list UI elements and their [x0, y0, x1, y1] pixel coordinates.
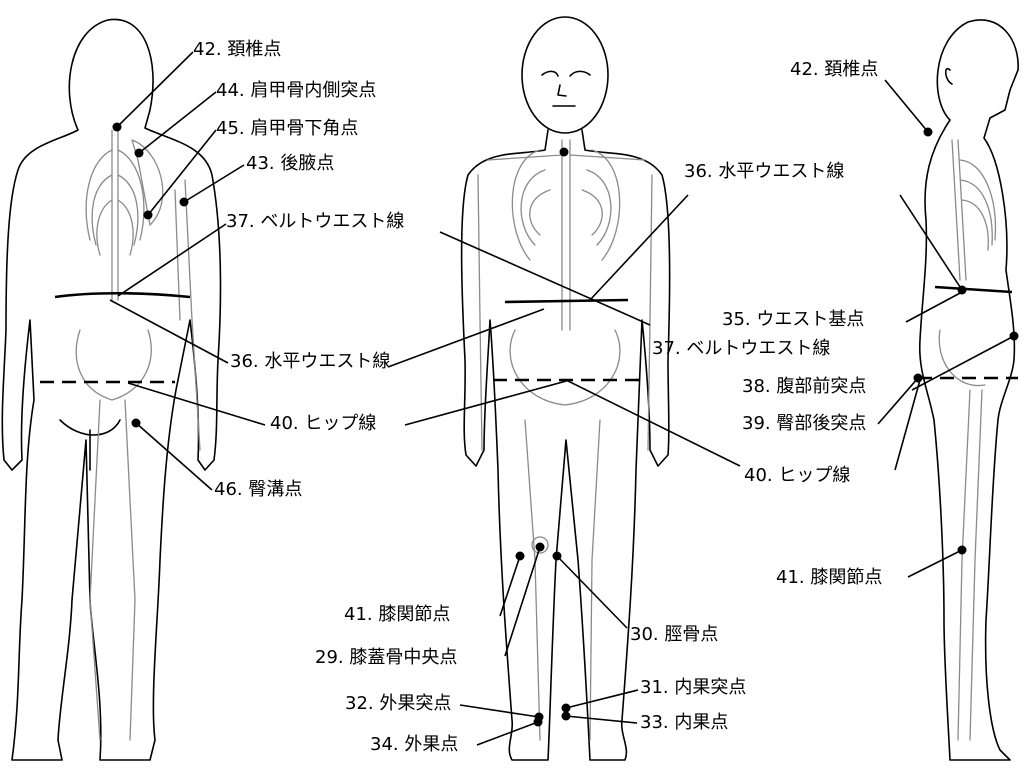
label-front-belt-waist: 37. ベルトウエスト線 [652, 339, 830, 359]
label-back-hip-line: 40. ヒップ線 [270, 414, 376, 434]
label-front-tibia: 30. 脛骨点 [630, 625, 718, 645]
side-abdomen-front-point [1010, 332, 1019, 341]
front-medial-malleolus [562, 712, 571, 721]
label-back-posterior-axilla: 43. 後腋点 [246, 154, 334, 174]
side-cervical-point [924, 128, 933, 137]
back-posterior-axilla-point [180, 198, 189, 207]
label-back-scapula-inferior: 45. 肩甲骨下角点 [216, 119, 358, 139]
label-back-cervical: 42. 頚椎点 [193, 40, 281, 60]
label-side-waist-base: 35. ウエスト基点 [722, 310, 864, 330]
label-front-lateral-malleolus-prominence: 32. 外果突点 [345, 694, 451, 714]
front-tibia-point [553, 552, 562, 561]
side-knee-point [958, 546, 967, 555]
front-view-skeleton [478, 140, 652, 740]
label-back-gluteal-fold: 46. 臀溝点 [214, 480, 302, 500]
label-back-horizontal-waist: 36. 水平ウエスト線 [230, 352, 390, 372]
front-patella-point [536, 543, 545, 552]
label-front-patella-center: 29. 膝蓋骨中央点 [315, 648, 457, 668]
back-scapula-inferior-point [144, 211, 153, 220]
side-view-figure [920, 20, 1018, 760]
side-waist-base-point [958, 286, 967, 295]
front-medial-malleolus-prominence [562, 704, 571, 713]
label-front-hip-line: 40. ヒップ線 [744, 466, 850, 486]
label-front-medial-malleolus-prominence: 31. 内果突点 [640, 678, 746, 698]
label-side-cervical: 42. 頚椎点 [790, 60, 878, 80]
label-side-knee-joint: 41. 膝関節点 [776, 568, 882, 588]
front-neck-point [560, 148, 569, 157]
front-view-figure [462, 17, 670, 760]
front-lateral-malleolus [534, 718, 543, 727]
label-front-lateral-malleolus: 34. 外果点 [370, 735, 458, 755]
label-side-abdomen-front: 38. 腹部前突点 [742, 377, 866, 397]
back-scapula-medial-point [135, 149, 144, 158]
front-knee-point [516, 552, 525, 561]
side-buttock-back-point [914, 374, 923, 383]
label-back-scapula-medial: 44. 肩甲骨内側突点 [216, 81, 376, 101]
label-back-belt-waist: 37. ベルトウエスト線 [226, 212, 404, 232]
side-view-skeleton [939, 140, 995, 740]
label-front-medial-malleolus: 33. 内果点 [640, 713, 728, 733]
back-cervical-point [113, 123, 122, 132]
label-front-knee-joint: 41. 膝関節点 [344, 605, 450, 625]
label-front-horizontal-waist: 36. 水平ウエスト線 [684, 162, 844, 182]
label-side-buttock-back: 39. 臀部後突点 [742, 414, 866, 434]
back-gluteal-fold-point [132, 419, 141, 428]
